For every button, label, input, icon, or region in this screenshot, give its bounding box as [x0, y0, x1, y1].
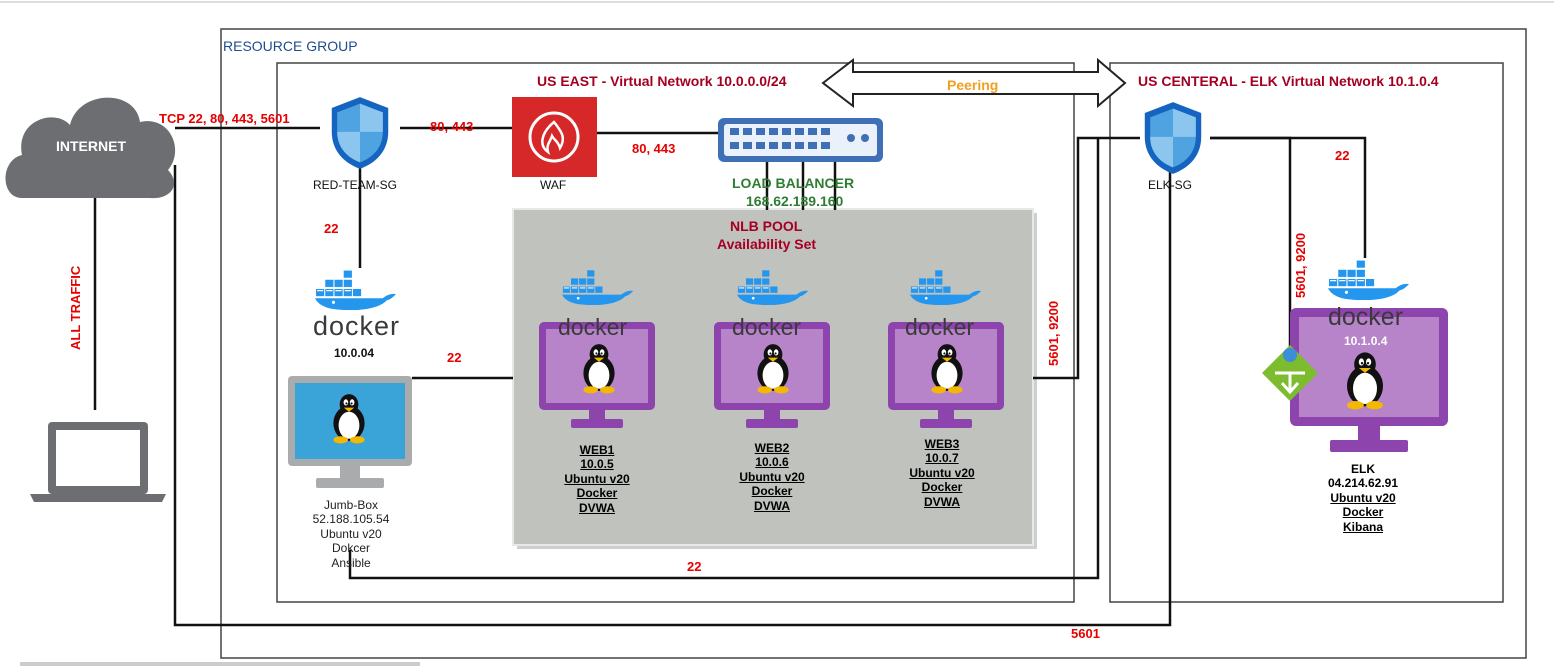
vnet-central-label: US CENTERAL - ELK Virtual Network 10.1.0…: [1138, 73, 1439, 89]
web2-docker-wordmark: docker: [732, 314, 802, 340]
lb-ports-label: 80, 443: [632, 141, 676, 156]
web2-os: Ubuntu v20: [739, 469, 805, 484]
web1-container: Docker: [576, 486, 618, 501]
jumpbox-name: Jumb-Box: [323, 498, 379, 512]
web2-details: WEB2 10.0.6 Ubuntu v20 Docker DVWA: [722, 441, 822, 513]
web2-ip: 10.0.6: [755, 455, 789, 470]
laptop-icon: [30, 422, 166, 502]
web1-details: WEB1 10.0.5 Ubuntu v20 Docker DVWA: [547, 443, 647, 515]
docker-ip-label: 10.0.04: [334, 346, 375, 360]
web2-name: WEB2: [754, 441, 790, 455]
bottom-port-5601-label: 5601: [1071, 626, 1100, 641]
docker-wordmark: docker: [313, 311, 401, 341]
web2-app: DVWA: [754, 498, 790, 513]
web1-docker-wordmark: docker: [558, 314, 628, 340]
web1-app: DVWA: [579, 500, 615, 515]
jumpbox-container: Dokcer: [331, 541, 370, 556]
pool-elk-ports-label: 5601, 9200: [1046, 300, 1061, 366]
elk-os: Ubuntu v20: [1330, 490, 1396, 505]
waf-icon: [512, 97, 597, 177]
docker-whale-icon: [315, 270, 396, 310]
web3-os: Ubuntu v20: [909, 465, 975, 480]
web3-docker-wordmark: docker: [905, 314, 975, 340]
peering-label: Peering: [947, 77, 999, 93]
elk-app: Kibana: [1342, 519, 1383, 534]
resource-group-box: [220, 28, 1527, 659]
tcp-ports-label: TCP 22, 80, 443, 5601: [159, 111, 290, 126]
vnet-east-label: US EAST - Virtual Network 10.0.0.0/24: [537, 73, 787, 89]
bottom-port-22-label: 22: [687, 559, 702, 574]
vnet-east-box: [276, 62, 1075, 603]
jumpbox-ip: 52.188.105.54: [312, 512, 390, 527]
waf-ports-label: 80, 443: [430, 119, 474, 134]
web1-ip: 10.0.5: [580, 457, 614, 472]
vnet-central-box: [1109, 62, 1504, 603]
jump-port-22-label: 22: [447, 350, 462, 365]
elk-name: ELK: [1351, 462, 1375, 476]
elk-details: ELK 04.214.62.91 Ubuntu v20 Docker Kiban…: [1308, 462, 1418, 534]
nlb-pool-label: NLB POOL: [730, 218, 803, 234]
elk-sg-label: ELK-SG: [1148, 178, 1193, 192]
jumpbox-details: Jumb-Box 52.188.105.54 Ubuntu v20 Dokcer…: [296, 498, 406, 570]
internet-label: INTERNET: [56, 138, 126, 154]
sg-port-22-label: 22: [324, 221, 339, 236]
load-balancer-ip: 168.62.189.160: [746, 193, 844, 209]
web1-os: Ubuntu v20: [564, 471, 630, 486]
internet-cloud-icon: [5, 97, 176, 199]
web1-name: WEB1: [579, 443, 615, 457]
red-team-sg-label: RED-TEAM-SG: [313, 178, 397, 192]
elk-kibana-ports-label: 5601, 9200: [1293, 232, 1308, 298]
waf-label: WAF: [540, 178, 567, 192]
web2-container: Docker: [751, 484, 793, 499]
elk-container: Docker: [1342, 505, 1384, 520]
elk-port-22-label: 22: [1335, 148, 1350, 163]
elk-docker-wordmark: docker: [1328, 303, 1404, 331]
peering-arrow: [821, 57, 1127, 109]
web3-name: WEB3: [924, 437, 960, 451]
resource-group-label: RESOURCE GROUP: [223, 38, 358, 54]
all-traffic-label: ALL TRAFFIC: [68, 265, 83, 350]
web3-details: WEB3 10.0.7 Ubuntu v20 Docker DVWA: [892, 437, 992, 509]
elk-sg-shield-icon: [1144, 102, 1202, 174]
web3-app: DVWA: [924, 494, 960, 509]
connections: [93, 126, 1367, 627]
public-ip-icon: [1262, 345, 1318, 401]
elk-ip: 04.214.62.91: [1327, 476, 1399, 491]
elk-whale-icon: [1328, 260, 1409, 300]
red-team-sg-shield-icon: [331, 97, 389, 169]
load-balancer-label: LOAD BALANCER: [732, 175, 855, 191]
load-balancer-icon: [718, 118, 883, 162]
web3-ip: 10.0.7: [925, 451, 959, 466]
elk-vm-ip-label: 10.1.0.4: [1344, 334, 1388, 348]
availability-set-label: Availability Set: [717, 236, 817, 252]
web3-container: Docker: [921, 480, 963, 495]
jumpbox-tool: Ansible: [331, 555, 371, 570]
jumpbox-os: Ubuntu v20: [320, 526, 382, 541]
